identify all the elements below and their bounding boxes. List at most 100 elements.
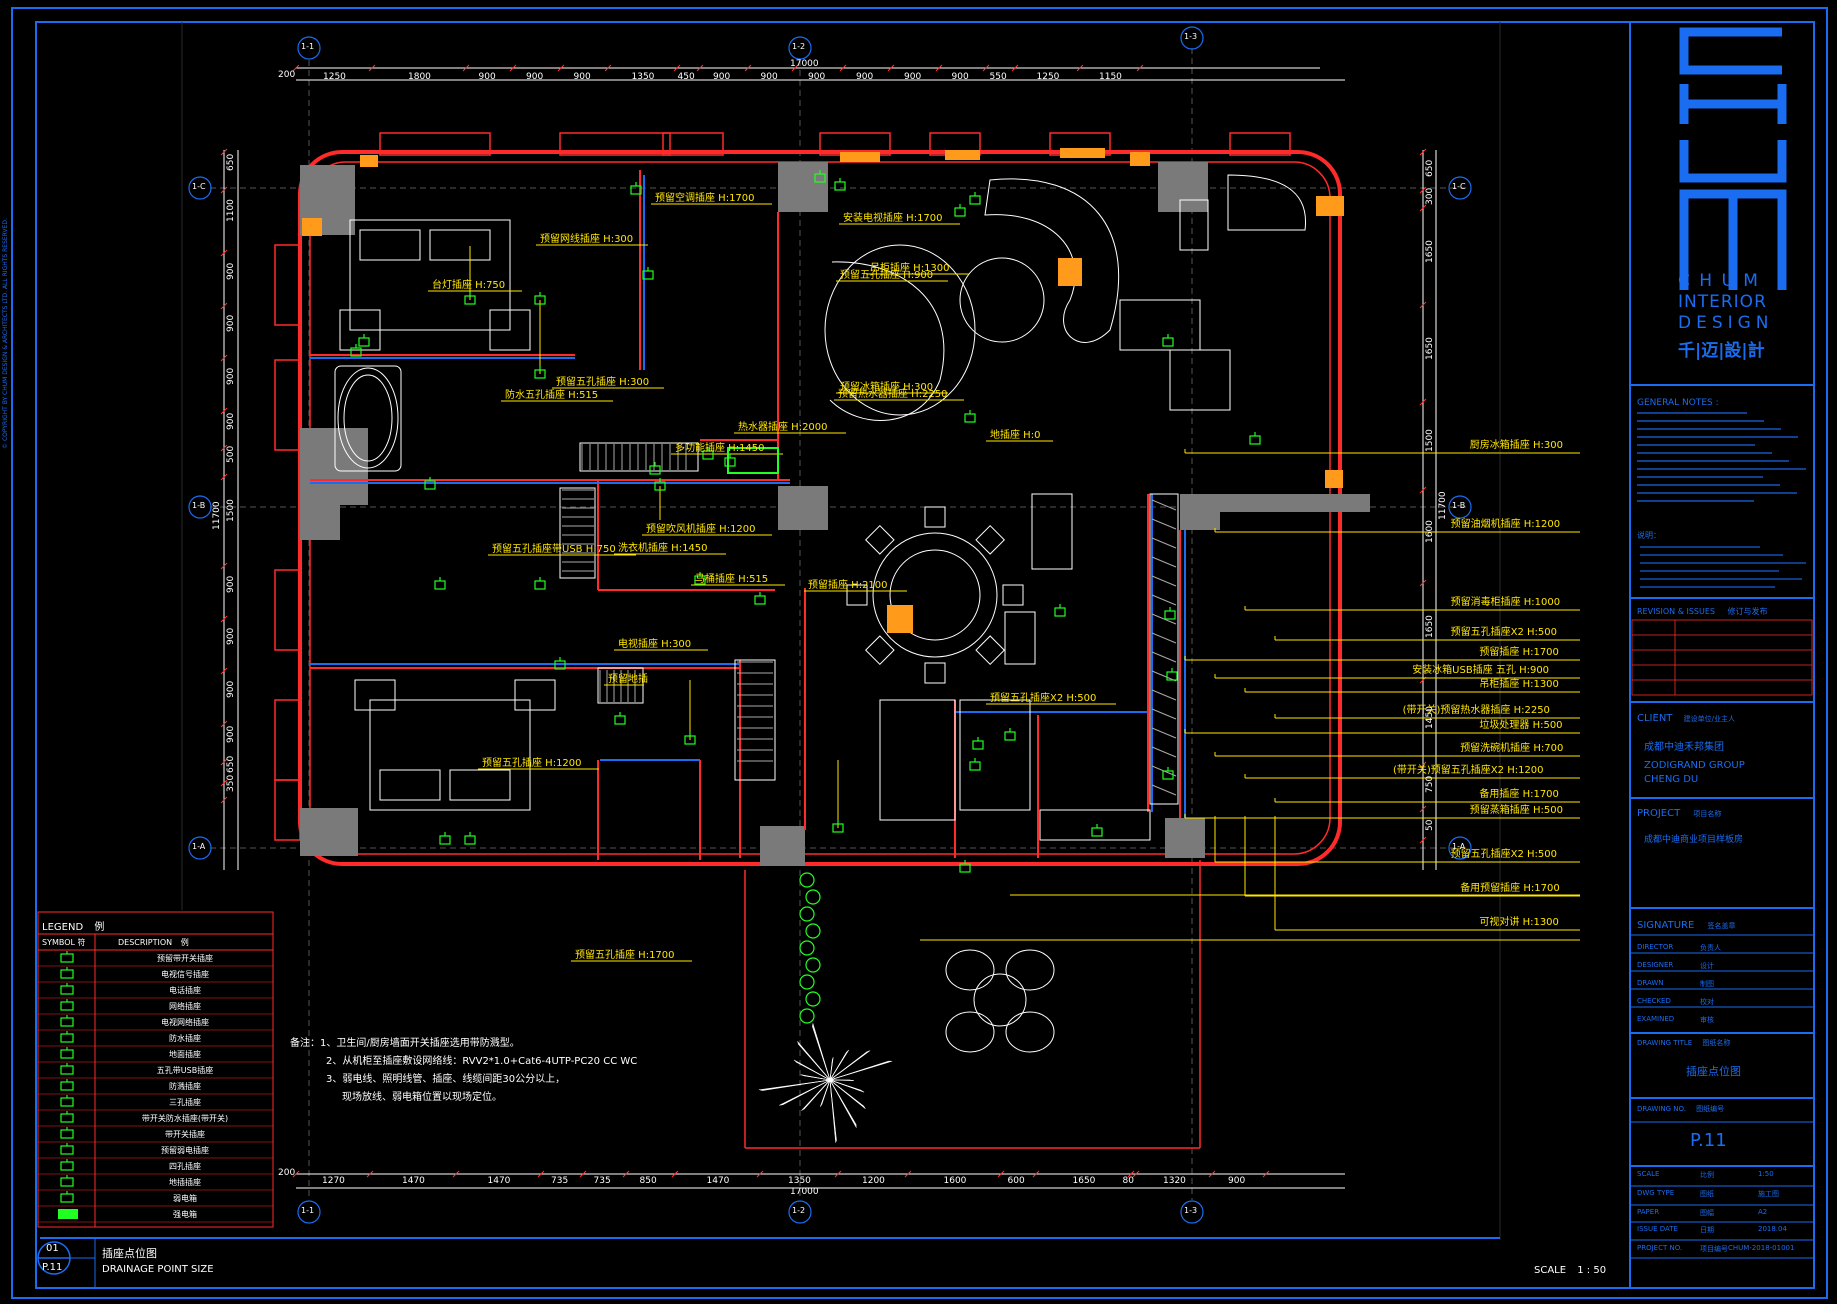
revision-en: REVISION & ISSUES bbox=[1637, 607, 1715, 616]
legend-row-15: 弱电箱 bbox=[173, 1194, 197, 1203]
interior-walls bbox=[310, 170, 1181, 860]
dim-right-1: 300 bbox=[1425, 187, 1435, 205]
dim-top-2: 900 bbox=[478, 72, 496, 82]
client-name-en1: ZODIGRAND GROUP bbox=[1644, 760, 1745, 771]
scale-value: 1 : 50 bbox=[1577, 1265, 1607, 1276]
dining-table bbox=[872, 493, 1073, 658]
annotation-11: 预留冰箱插座 H:300 bbox=[840, 382, 934, 393]
signature-cn-3: 校对 bbox=[1700, 998, 1714, 1006]
general-notes-line-9 bbox=[1637, 484, 1780, 486]
scale-label: SCALE bbox=[1534, 1265, 1567, 1276]
project-en: PROJECT bbox=[1637, 808, 1681, 819]
right-callout-11: 备用插座 H:1700 bbox=[1479, 789, 1559, 800]
beds bbox=[339, 219, 556, 811]
annotation-15: 马桶插座 H:515 bbox=[695, 574, 769, 585]
dim-left-7: 1500 bbox=[226, 498, 236, 522]
right-callout-14: 备用预留插座 H:1700 bbox=[1460, 883, 1560, 894]
annotation-19: 吊柜插座 H:1300 bbox=[870, 263, 950, 274]
client-en: CLIENT bbox=[1637, 713, 1673, 724]
general-notes-line-11 bbox=[1637, 500, 1754, 502]
general-notes-line-3 bbox=[1637, 436, 1798, 438]
titleblock-grid bbox=[1630, 384, 1814, 1167]
client-name-en2: CHENG DU bbox=[1644, 774, 1699, 785]
grid-left-1: 1-B bbox=[192, 501, 206, 510]
legend-col2-cn: 例 bbox=[180, 938, 189, 947]
annotation-17: 预留五孔插座X2 H:500 bbox=[990, 693, 1097, 704]
dim-right-total: 11700 bbox=[1438, 491, 1448, 520]
copyright-vertical: © COPYRIGHT BY CHUM DESIGN & ARCHITECTS … bbox=[1, 218, 9, 449]
grid-bottom-2: 1-3 bbox=[1184, 1206, 1198, 1215]
legend-row-16: 强电箱 bbox=[173, 1210, 197, 1219]
general-notes-line-7 bbox=[1637, 468, 1806, 470]
grid-top-1: 1-2 bbox=[792, 42, 806, 51]
legend-row-4: 电视网络插座 bbox=[161, 1018, 209, 1027]
signature-role-4: EXAMINED bbox=[1637, 1015, 1675, 1023]
signature-en: SIGNATURE bbox=[1637, 920, 1695, 931]
right-callout-5: 安装冰箱USB插座 五孔 H:900 bbox=[1412, 665, 1550, 676]
legend-col1: SYMBOL bbox=[42, 938, 75, 947]
dim-bottom-12: 80 bbox=[1122, 1176, 1134, 1186]
drawing-title-cn: 插座点位图 bbox=[102, 1247, 157, 1260]
wardrobe-hatch bbox=[562, 444, 1177, 796]
annotation-21: 预留插座 H:2100 bbox=[808, 580, 888, 591]
general-notes-line-4 bbox=[1637, 444, 1755, 446]
dim-right-8: 750 bbox=[1425, 775, 1435, 793]
titleblock-drawing-title: 插座点位图 bbox=[1686, 1065, 1741, 1078]
dim-top-0: 1250 bbox=[323, 72, 346, 82]
dim-top-10: 900 bbox=[856, 72, 874, 82]
annotation-2: 多功能插座 H:1450 bbox=[675, 443, 765, 454]
dim-left-1: 1100 bbox=[226, 198, 236, 222]
legend-row-9: 三孔插座 bbox=[169, 1098, 201, 1107]
dim-top-8: 900 bbox=[760, 72, 778, 82]
general-notes-line-5 bbox=[1637, 452, 1772, 454]
right-callout-3: 预留五孔插座X2 H:500 bbox=[1450, 627, 1557, 638]
dim-top-13: 550 bbox=[989, 72, 1007, 82]
grid-lines bbox=[210, 48, 1470, 1200]
dim-left-0: 650 bbox=[226, 153, 236, 171]
legend-col-desc: DESCRIPTION 例 bbox=[118, 937, 189, 948]
legend-row-10: 带开关防水插座(带开关) bbox=[141, 1114, 229, 1123]
annotation-1: 预留空调插座 H:1700 bbox=[655, 193, 755, 204]
dim-top-4: 900 bbox=[573, 72, 591, 82]
legend-col-symbol: SYMBOL 符 bbox=[42, 937, 86, 948]
tb-row-cn-4: 项目编号 bbox=[1700, 1245, 1728, 1253]
notes-block: 备注：1、卫生间/厨房墙面开关插座选用带防溅型。 2、从机柜至插座敷设网络线：R… bbox=[290, 1035, 637, 1107]
right-callout-6: 吊柜插座 H:1300 bbox=[1479, 679, 1559, 690]
legend-title: LEGEND 例 bbox=[42, 918, 104, 933]
right-callout-9: 预留洗碗机插座 H:700 bbox=[1460, 743, 1564, 754]
tb-row-label-0: SCALE bbox=[1637, 1170, 1660, 1178]
tb-row-value-3: 2018.04 bbox=[1758, 1225, 1787, 1233]
legend-col1-cn: 符 bbox=[77, 938, 86, 947]
chum-logo-mark bbox=[1679, 27, 1787, 290]
garden-walls bbox=[744, 860, 1201, 1149]
dim-top-12: 900 bbox=[951, 72, 969, 82]
dimension-ticks bbox=[220, 64, 1427, 1178]
signature-role-0: DIRECTOR bbox=[1637, 943, 1674, 951]
grid-left-0: 1-C bbox=[192, 182, 206, 191]
bathtub bbox=[334, 365, 402, 472]
dt-label-en: DRAWING TITLE bbox=[1637, 1039, 1693, 1047]
legend-title-en: LEGEND bbox=[42, 922, 84, 933]
signature-cn-1: 设计 bbox=[1700, 962, 1714, 970]
grid-right-0: 1-C bbox=[1452, 182, 1466, 191]
right-callout-2: 预留消毒柜插座 H:1000 bbox=[1450, 597, 1561, 608]
garden-plants bbox=[758, 872, 893, 1143]
drawing-page: P.11 bbox=[42, 1262, 63, 1273]
dim-left-5: 900 bbox=[226, 412, 236, 430]
tb-row-value-2: A2 bbox=[1758, 1208, 1768, 1216]
general-notes-label: GENERAL NOTES : bbox=[1637, 398, 1719, 408]
annotation-0: 预留网线插座 H:300 bbox=[540, 234, 634, 245]
grid-bubbles bbox=[188, 26, 1472, 1224]
notes-cn-line-3 bbox=[1640, 570, 1779, 572]
drawing-title-en: DRAINAGE POINT SIZE bbox=[102, 1264, 214, 1275]
dim-left-8: 900 bbox=[226, 575, 236, 593]
structural-columns bbox=[300, 162, 1370, 866]
right-callout-4: 预留插座 H:1700 bbox=[1479, 647, 1559, 658]
annotation-18: 安装电视插座 H:1700 bbox=[843, 213, 943, 224]
annotation-9: 预留五孔插座 H:1700 bbox=[575, 950, 675, 961]
dim-left-10: 900 bbox=[226, 680, 236, 698]
dim-top-7: 900 bbox=[713, 72, 731, 82]
dim-top-offset: 200 bbox=[278, 70, 296, 80]
notes-cn-line-1 bbox=[1640, 554, 1783, 556]
